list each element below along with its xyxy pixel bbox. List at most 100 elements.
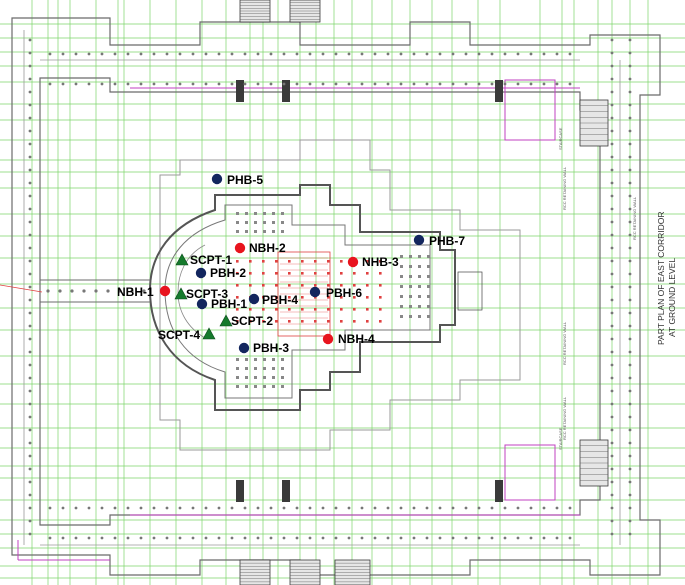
pillar [610, 298, 614, 302]
pillar [178, 536, 182, 540]
pillar [139, 52, 143, 56]
inner-pillar [281, 358, 284, 361]
pillar [610, 246, 614, 250]
pillar [178, 82, 182, 86]
pillar [28, 168, 32, 172]
pillar [610, 467, 614, 471]
phb7-icon [413, 234, 425, 246]
pillar [628, 428, 632, 432]
pillar [628, 246, 632, 250]
pillar [610, 207, 614, 211]
pillar [321, 52, 325, 56]
pbh4-label: PBH-4 [262, 293, 298, 307]
pillar [610, 194, 614, 198]
pillar [451, 82, 455, 86]
pillar [28, 103, 32, 107]
pillar [360, 536, 364, 540]
inner-pillar [254, 221, 257, 224]
inner-pillar [272, 212, 275, 215]
pillar [269, 536, 273, 540]
note-staircase-s: STAIRCASE [558, 427, 563, 450]
inner-pillar [254, 385, 257, 388]
hatch-dot [288, 260, 291, 263]
pillar [256, 52, 260, 56]
hatch-dot [236, 320, 239, 323]
pillar [610, 389, 614, 393]
pillar [610, 454, 614, 458]
entrance-walls [40, 279, 150, 303]
nbh1-label: NBH-1 [117, 285, 154, 299]
marker-pbh6: PBH-6 [309, 286, 362, 300]
pillar [28, 402, 32, 406]
pillar [334, 52, 338, 56]
marker-nhb3: NHB-3 [347, 255, 399, 269]
pillar [610, 311, 614, 315]
pillar [230, 536, 234, 540]
pillar [610, 363, 614, 367]
pillar [28, 38, 32, 42]
note-rcc-s: RCC RETAINING WALL [562, 396, 567, 440]
pillar [126, 52, 130, 56]
pillar [308, 536, 312, 540]
building-pillars [236, 212, 430, 388]
note-rcc-n2: RCC RETAINING WALL [632, 196, 637, 240]
hatch-dot [327, 320, 330, 323]
pillar [130, 289, 134, 293]
pillar [126, 536, 130, 540]
hatch-dot [249, 320, 252, 323]
nhb3-icon [347, 256, 359, 268]
pillar [628, 220, 632, 224]
pillar [628, 532, 632, 536]
pillar [610, 337, 614, 341]
wall-bar-n2 [282, 80, 290, 102]
pillar [610, 38, 614, 42]
pillar [610, 441, 614, 445]
hatch-dot [327, 308, 330, 311]
inner-pillar [427, 285, 430, 288]
pillar [610, 142, 614, 146]
nbh4-icon [322, 333, 334, 345]
pillar [334, 506, 338, 510]
pillar [610, 181, 614, 185]
pillar [503, 506, 507, 510]
pillar [28, 311, 32, 315]
pillar [308, 52, 312, 56]
magenta-boundaries [17, 79, 580, 561]
marker-phb7: PHB-7 [413, 234, 465, 248]
hatch-dot [314, 308, 317, 311]
inner-pillar [263, 367, 266, 370]
pillar [61, 52, 65, 56]
pbh2-icon [195, 267, 207, 279]
building-inner-wall [164, 204, 431, 399]
pillar [628, 77, 632, 81]
pillar [243, 506, 247, 510]
pillar [490, 536, 494, 540]
pillar [438, 82, 442, 86]
inner-pillar [263, 385, 266, 388]
magenta-corridor [130, 87, 580, 516]
pillar [610, 64, 614, 68]
pillar [28, 207, 32, 211]
pillar [610, 51, 614, 55]
pillar [628, 415, 632, 419]
pillar [308, 506, 312, 510]
phb5-label: PHB-5 [227, 173, 263, 187]
pillar [28, 363, 32, 367]
pillar [70, 289, 74, 293]
central-building [148, 139, 521, 451]
pillar [165, 536, 169, 540]
pillar [230, 506, 234, 510]
pillar [464, 536, 468, 540]
inner-pillar [418, 315, 421, 318]
pillar [28, 51, 32, 55]
pillar [28, 324, 32, 328]
pillar [610, 493, 614, 497]
pillar [139, 82, 143, 86]
inner-pillar [245, 385, 248, 388]
inner-pillar [236, 230, 239, 233]
inner-pillar [409, 255, 412, 258]
pillar [628, 129, 632, 133]
pillar [438, 506, 442, 510]
hatch-dot [314, 272, 317, 275]
